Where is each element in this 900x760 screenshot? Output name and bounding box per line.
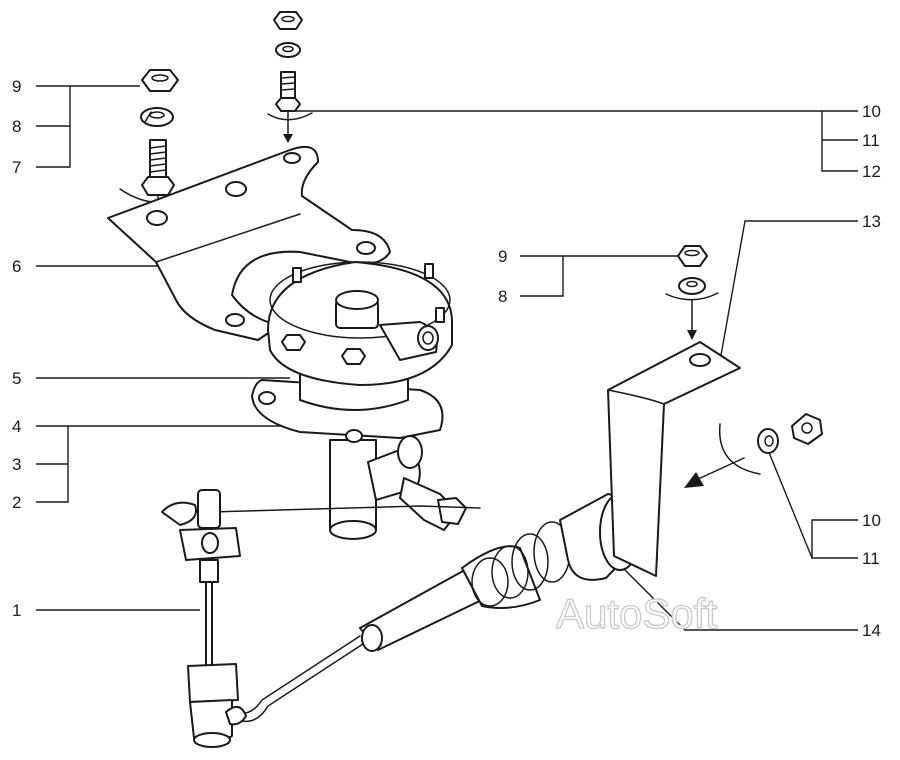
callout-right-13: 13 [862, 212, 881, 231]
callout-left-1: 1 [12, 601, 21, 620]
spring-washer-icon [678, 277, 706, 295]
spring-washer-icon [275, 42, 301, 58]
callout-mid-9: 9 [498, 247, 507, 266]
callout-left-3: 3 [12, 455, 21, 474]
hex-nut-icon [677, 245, 708, 267]
callout-top-right-12: 12 [862, 162, 881, 181]
callout-lower-right-10: 10 [862, 511, 881, 530]
stud-bolt-icon [267, 71, 313, 143]
callout-left-5: 5 [12, 369, 21, 388]
callout-lower-right-11: 11 [862, 549, 880, 568]
callout-top-right-11: 11 [862, 131, 880, 150]
hex-nut-icon [141, 69, 179, 92]
mounting-bracket [107, 146, 391, 341]
callout-left-9: 9 [12, 77, 21, 96]
watermark: AutoSoft [556, 590, 717, 637]
top-fastener-stack [267, 11, 313, 143]
mid-fastener-stack [665, 245, 719, 340]
callout-mid-8: 8 [498, 287, 507, 306]
spring-washer-icon [757, 428, 779, 454]
spring-washer-icon [140, 107, 174, 127]
callout-left-8: 8 [12, 117, 21, 136]
leader-lines [36, 85, 858, 631]
hex-nut-icon [791, 413, 823, 445]
callout-top-right-10: 10 [862, 102, 881, 121]
hex-nut-icon [273, 11, 303, 30]
callout-left-2: 2 [12, 493, 21, 512]
linkage-rod [161, 489, 481, 748]
right-bracket [607, 341, 761, 577]
callout-numbers: 9 8 7 6 5 4 3 2 1 10 11 12 13 9 8 10 11 … [12, 77, 881, 640]
callout-left-7: 7 [12, 158, 21, 177]
callout-right-14: 14 [862, 621, 881, 640]
valve-assembly [251, 261, 467, 540]
lower-right-fasteners [757, 413, 823, 454]
callout-left-4: 4 [12, 417, 21, 436]
callout-left-6: 6 [12, 257, 21, 276]
